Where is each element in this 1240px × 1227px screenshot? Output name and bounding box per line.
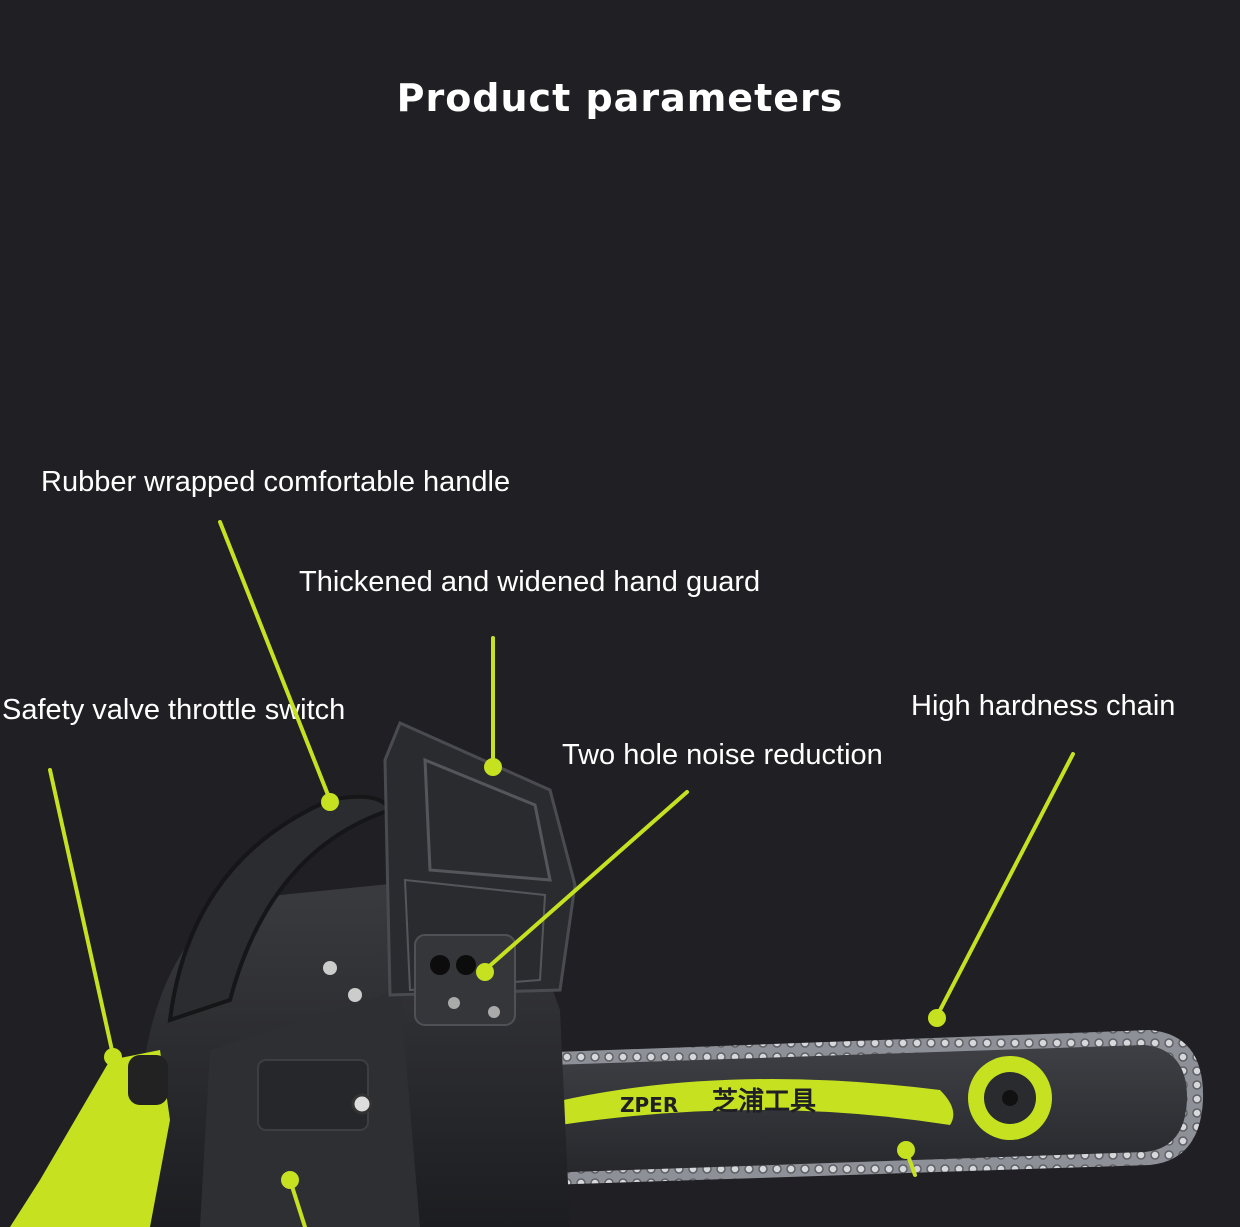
throttle-switch — [128, 1055, 168, 1105]
callout-hand-guard: Thickened and widened hand guard — [299, 566, 761, 598]
engine-body — [10, 720, 577, 1227]
leader-noise — [483, 790, 689, 972]
leader-chain — [935, 752, 1075, 1018]
hand-guard — [383, 720, 577, 997]
callout-handle: Rubber wrapped comfortable handle — [41, 466, 511, 498]
leader-handle — [218, 520, 332, 802]
sprocket-icon — [968, 1056, 1052, 1140]
leader-throttle — [48, 768, 115, 1057]
brand-cn-text: 芝浦工具 — [712, 1086, 816, 1117]
leader-lines — [48, 520, 1075, 1227]
brand-logo-text: ZPER — [620, 1093, 678, 1117]
top-handle — [167, 794, 393, 1023]
exhaust-plate — [414, 934, 516, 1026]
callout-noise: Two hole noise reduction — [562, 739, 883, 771]
callout-chain: High hardness chain — [911, 690, 1176, 722]
bar-swoosh — [515, 1079, 954, 1125]
page-title: Product parameters — [396, 76, 844, 120]
